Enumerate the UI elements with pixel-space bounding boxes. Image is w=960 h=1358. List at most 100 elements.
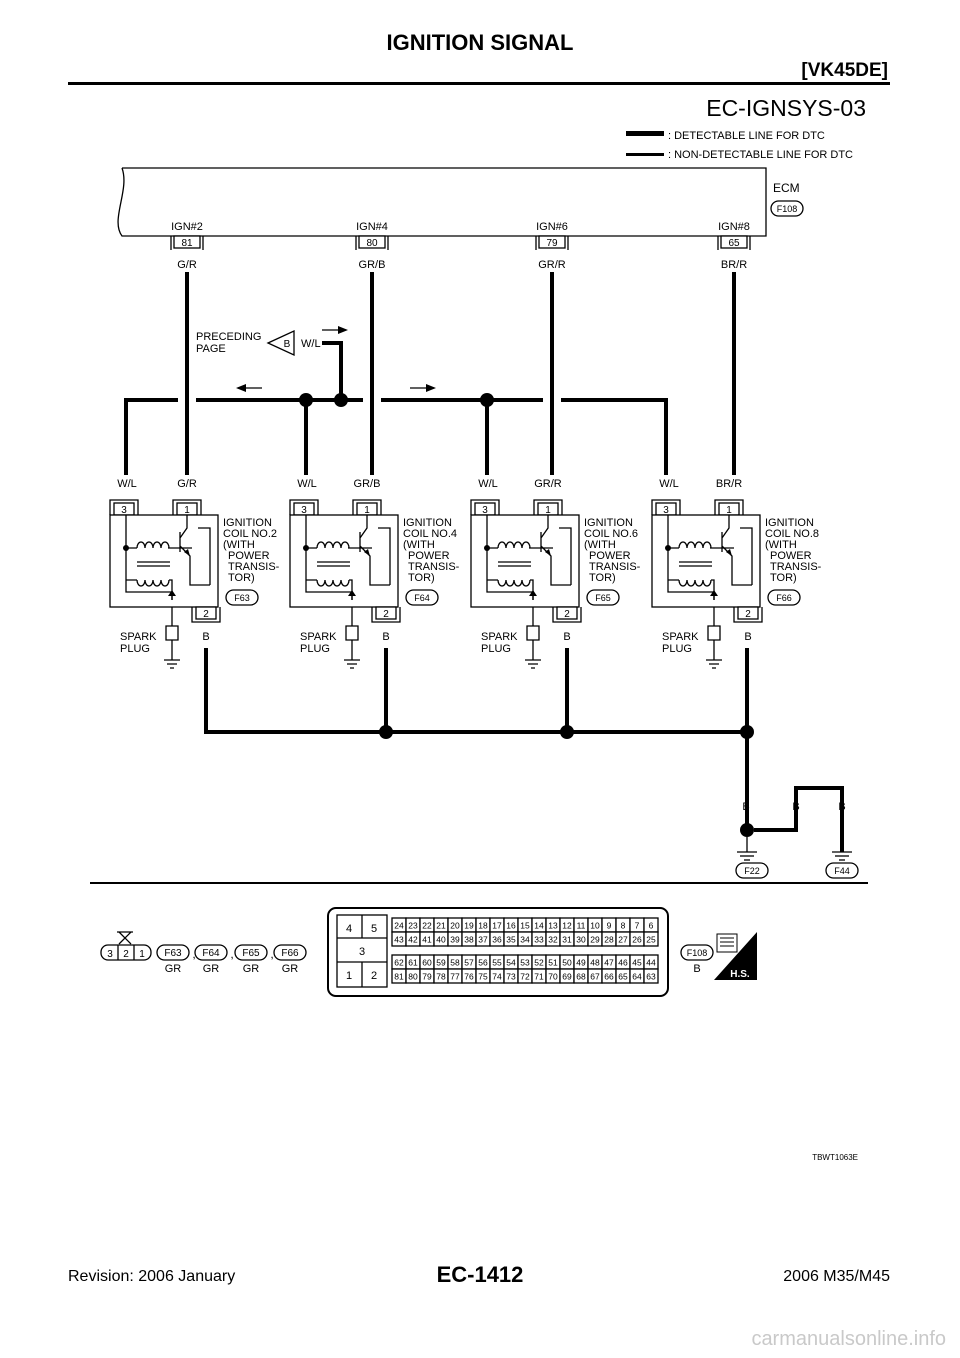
splice bbox=[334, 393, 348, 407]
pin-bracket bbox=[355, 236, 389, 250]
transistor-leads bbox=[178, 527, 211, 585]
coil-view-connector-id: F65 bbox=[242, 948, 260, 959]
ecm-grid-pin: 76 bbox=[464, 972, 474, 982]
ecm-grid-pin: 48 bbox=[590, 958, 600, 968]
ecm-pin-wire-color: GR/R bbox=[538, 259, 566, 271]
coil-secondary-winding bbox=[316, 579, 350, 587]
spark-plug-symbol bbox=[164, 607, 180, 669]
coil-label-line4: POWER bbox=[408, 550, 450, 562]
preceding-wire-color: W/L bbox=[301, 338, 321, 350]
ground-color-1: B bbox=[742, 801, 749, 813]
from-preceding bbox=[322, 341, 343, 400]
ecm-view-connector-color: B bbox=[693, 963, 700, 975]
coil-label-line4: POWER bbox=[589, 550, 631, 562]
ground-f44-oval bbox=[825, 862, 859, 879]
ecm-grid-pin: 24 bbox=[394, 921, 404, 931]
ecm-block: ECM F108 bbox=[117, 167, 804, 237]
coil-view-connector-oval bbox=[273, 944, 307, 961]
ecm-grid-pin: 28 bbox=[604, 935, 614, 945]
pin-bracket bbox=[733, 607, 763, 623]
spark-plug-label-1: SPARK bbox=[300, 631, 337, 643]
spark-plug-label-1: SPARK bbox=[481, 631, 518, 643]
coil-connector-outline bbox=[100, 944, 152, 961]
transistor-symbol bbox=[359, 515, 390, 586]
ecm-grid-pin: 16 bbox=[506, 921, 516, 931]
ecm-grid-pin: 27 bbox=[618, 935, 628, 945]
footer-revision: Revision: 2006 January bbox=[68, 1268, 236, 1285]
ecm-pin-number: 65 bbox=[728, 238, 740, 249]
coil-view-connector-color: GR bbox=[165, 963, 182, 975]
ground-bus: B B B F22 F44 bbox=[204, 648, 859, 879]
coil-label-line6: TOR) bbox=[228, 572, 255, 584]
coil-label-line4: POWER bbox=[228, 550, 270, 562]
ecm-grid-pin: 62 bbox=[394, 958, 404, 968]
coil-label-line6: TOR) bbox=[408, 572, 435, 584]
coil-connector-id: F63 bbox=[234, 593, 250, 603]
ecm-grid-pin: 29 bbox=[590, 935, 600, 945]
ecm-grid-pin: 38 bbox=[464, 935, 474, 945]
preceding-triangle bbox=[266, 329, 295, 357]
spark-plug-label-2: PLUG bbox=[120, 643, 150, 655]
diode-symbol bbox=[348, 590, 356, 596]
preceding-ref-letter: B bbox=[284, 339, 291, 350]
ecm-grid-pin: 67 bbox=[590, 972, 600, 982]
transistor-symbol bbox=[540, 515, 571, 586]
transistor-leads bbox=[539, 527, 572, 585]
ecm-grid-pin: 58 bbox=[450, 958, 460, 968]
ecm-connector-oval bbox=[770, 200, 804, 217]
spark-plug-label-1: SPARK bbox=[662, 631, 699, 643]
ecm-grid-pin: 70 bbox=[548, 972, 558, 982]
spark-plug-label-1: SPARK bbox=[120, 631, 157, 643]
transistor-arrow bbox=[364, 549, 370, 556]
connector-separator: , bbox=[270, 947, 273, 961]
ecm-grid-pin: 52 bbox=[534, 958, 544, 968]
ecm-grid-pin: 39 bbox=[450, 935, 460, 945]
ecm-outline bbox=[117, 167, 767, 237]
ecm-connector-id: F108 bbox=[777, 204, 798, 214]
coil-label-line3: (WITH bbox=[584, 539, 616, 551]
coil-view-connector-color: GR bbox=[243, 963, 260, 975]
ecm-grid-pin: 49 bbox=[576, 958, 586, 968]
coil-pin-box bbox=[737, 606, 759, 620]
coil-label-line2: COIL NO.8 bbox=[765, 528, 819, 540]
spark-plug-symbol bbox=[344, 607, 360, 669]
non-detectable-line-swatch bbox=[626, 153, 664, 156]
coil-label-line1: IGNITION bbox=[765, 517, 814, 529]
splice bbox=[379, 725, 393, 739]
ecm-pin-box bbox=[538, 235, 566, 249]
ecm-grid-cell bbox=[643, 968, 659, 984]
ecm-grid-pin: 47 bbox=[604, 958, 614, 968]
ecm-grid-pin: 18 bbox=[478, 921, 488, 931]
pin-bracket bbox=[371, 607, 401, 623]
spark-plug-symbol bbox=[706, 607, 722, 669]
spark-plug-symbol bbox=[525, 607, 541, 669]
ground-color-2: B bbox=[792, 801, 799, 813]
ecm-pin-name: IGN#2 bbox=[171, 221, 203, 233]
coil-pin-box bbox=[195, 606, 217, 620]
coil-core bbox=[498, 561, 531, 567]
coil-connector-oval bbox=[405, 589, 439, 606]
coil-pin-1: 1 bbox=[364, 505, 370, 516]
pin-bracket bbox=[352, 499, 382, 515]
transistor-arrow bbox=[184, 549, 190, 556]
ecm-grid-pin: 60 bbox=[422, 958, 432, 968]
pin-bracket bbox=[470, 499, 500, 515]
arrow-preceding-head bbox=[338, 326, 348, 334]
ecm-pin-number: 80 bbox=[366, 238, 378, 249]
coil-pin-3: 3 bbox=[121, 505, 127, 516]
ecm-pin-wire-color: GR/B bbox=[359, 259, 386, 271]
hs-connector-glyph bbox=[716, 933, 738, 953]
coil-view-connector-oval bbox=[156, 944, 190, 961]
ecm-grid-pin: 79 bbox=[422, 972, 432, 982]
coil-pin-1: 1 bbox=[726, 505, 732, 516]
signal-wires bbox=[185, 272, 736, 475]
ecm-label: ECM bbox=[773, 181, 800, 195]
coil-primary-winding bbox=[678, 541, 712, 549]
ecm-grid-pin: 26 bbox=[632, 935, 642, 945]
ecm-pin-box bbox=[173, 235, 201, 249]
detectable-line-swatch bbox=[626, 131, 664, 136]
coil-label-line1: IGNITION bbox=[403, 517, 452, 529]
ecm-grid-pin: 14 bbox=[534, 921, 544, 931]
